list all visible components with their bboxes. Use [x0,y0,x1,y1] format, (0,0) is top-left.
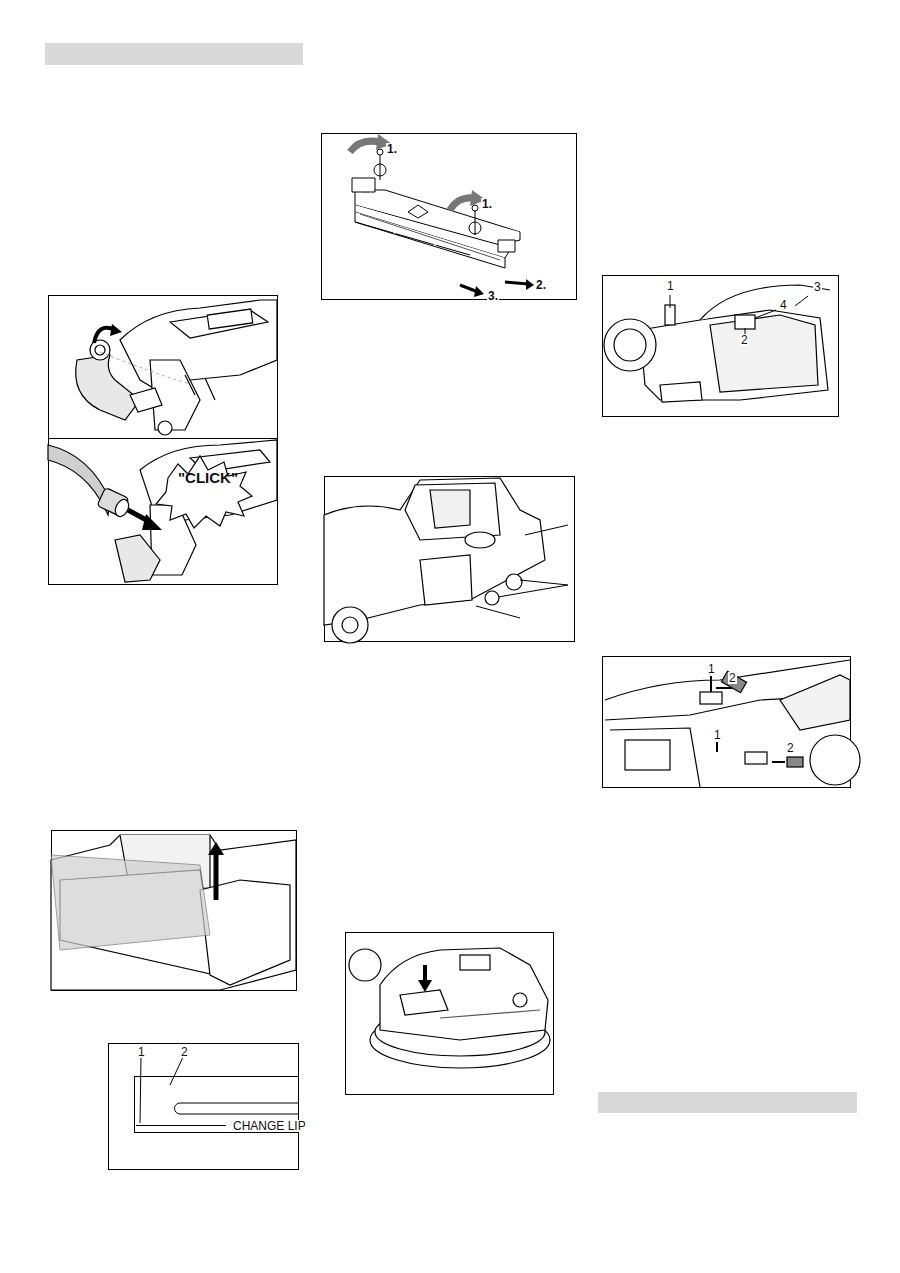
heading-bar [45,43,303,65]
heading-bar [598,1092,857,1113]
callout-number: 3 [813,281,822,293]
part-label: CHANGE LIP [232,1120,307,1132]
callout-number: 2 [728,672,737,684]
sound-text: "CLICK" [177,470,239,485]
callout-number: 1 [137,1046,146,1058]
callout-number: 2. [535,279,547,291]
callout-number: 4 [779,299,788,311]
callout-number: 1. [386,143,398,155]
callout-number: 1 [707,663,716,675]
callout-number: 1 [713,729,722,741]
callout-number: 2 [786,742,795,754]
callout-number: 1. [481,198,493,210]
callout-number: 3. [487,290,499,302]
callout-number: 2 [740,334,749,346]
callout-number: 2 [180,1046,189,1058]
callout-number: 1 [666,280,675,292]
